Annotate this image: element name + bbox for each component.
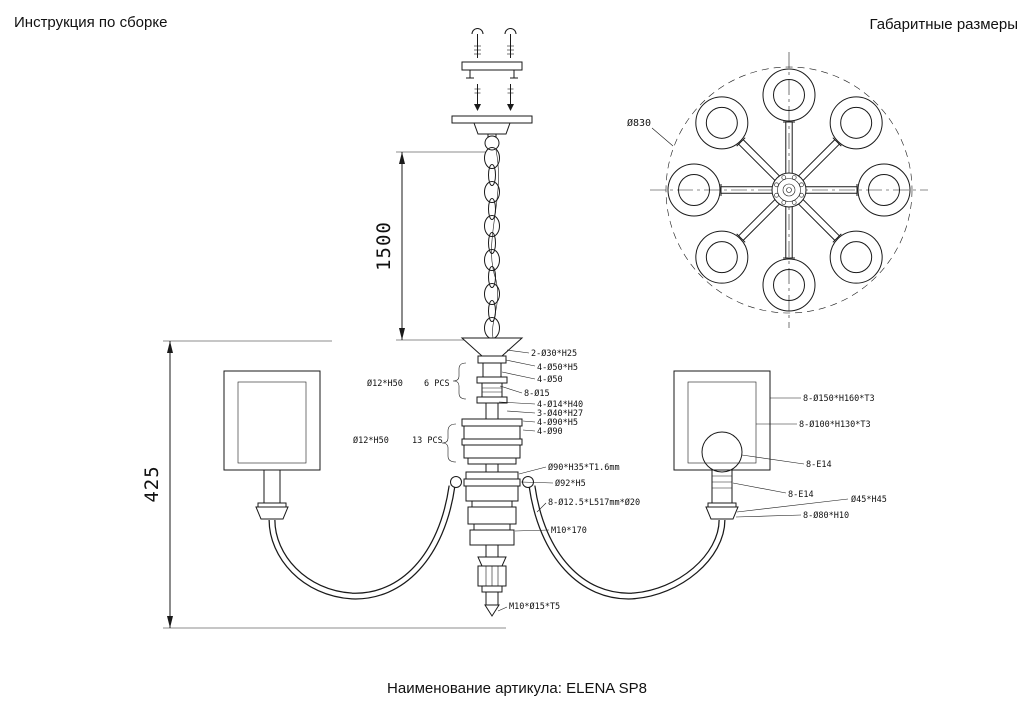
diameter-label: Ø830 — [627, 117, 651, 129]
part-label: 4-Ø50 — [537, 374, 563, 385]
shade-label: 8-Ø80*H10 — [803, 510, 849, 521]
shade-label: 8-Ø100*H130*T3 — [799, 419, 871, 430]
part-label: 4-Ø50*H5 — [537, 362, 578, 373]
article-name: Наименование артикула: ELENA SP8 — [387, 680, 647, 697]
suspension-chain — [484, 147, 500, 339]
right-arm — [528, 485, 726, 600]
right-shade-inner — [687, 381, 757, 464]
left-lamp-assembly — [223, 370, 321, 520]
dim-chain-value: 1500 — [373, 221, 395, 271]
dimension-425: 425 — [141, 340, 506, 629]
right-candle-cup — [705, 506, 739, 520]
title-assembly-instructions: Инструкция по сборке — [14, 14, 168, 31]
right-lamp-socket — [711, 467, 733, 505]
part-label: Ø12*H50 — [353, 435, 389, 446]
shade-label: 8-Ø150*H160*T3 — [803, 393, 875, 404]
part-label: 4-Ø90*H5 — [537, 417, 578, 428]
part-label: 4-Ø14*H40 — [537, 399, 583, 410]
right-part-labels: 8-Ø150*H160*T3 8-Ø100*H130*T3 8-E14 8-E1… — [732, 393, 887, 521]
shade-label: 8-E14 — [806, 460, 832, 470]
shade-label: Ø45*H45 — [851, 494, 887, 505]
qty-label: 6 PCS — [424, 379, 450, 389]
left-candle-tube — [263, 465, 281, 505]
part-label: 3-Ø40*H27 — [537, 408, 583, 419]
part-label: 4-Ø90 — [537, 426, 563, 437]
title-overall-dimensions: Габаритные размеры — [869, 16, 1018, 33]
left-arm — [268, 485, 456, 600]
dim-body-value: 425 — [141, 465, 163, 502]
right-light-bulb — [701, 431, 743, 473]
right-shade-outer — [673, 370, 771, 471]
ceiling-mount-assembly — [461, 28, 523, 111]
shade-label: 8-E14 — [788, 490, 814, 500]
ceiling-canopy — [451, 115, 533, 151]
right-lamp-assembly — [673, 370, 771, 520]
left-candle-cup — [255, 506, 289, 520]
center-part-labels: 2-Ø30*H25 4-Ø50*H5 4-Ø50 8-Ø15 4-Ø14*H40… — [497, 348, 640, 612]
part-label: Ø90*H35*T1.6mm — [548, 462, 620, 473]
part-label: M10*Ø15*T5 — [509, 601, 560, 612]
part-label: Ø92*H5 — [555, 478, 586, 489]
qty-label: 13 PCS — [412, 436, 443, 446]
part-label: M10*170 — [551, 526, 587, 536]
dimension-1500: 1500 — [373, 151, 486, 341]
center-column-stack — [450, 337, 534, 617]
top-view-center-hub — [771, 172, 807, 208]
arm-ball-left — [450, 476, 462, 488]
part-label: 2-Ø30*H25 — [531, 348, 577, 359]
part-label: 8-Ø12.5*L517mm*Ø20 — [548, 497, 640, 508]
left-shade-inner — [237, 381, 307, 464]
left-shade-outer — [223, 370, 321, 471]
left-part-labels: Ø12*H50 6 PCS Ø12*H50 13 PCS — [353, 362, 467, 463]
top-view: Ø830 — [627, 52, 928, 328]
part-label: Ø12*H50 — [367, 378, 403, 389]
part-label: 8-Ø15 — [524, 388, 550, 399]
